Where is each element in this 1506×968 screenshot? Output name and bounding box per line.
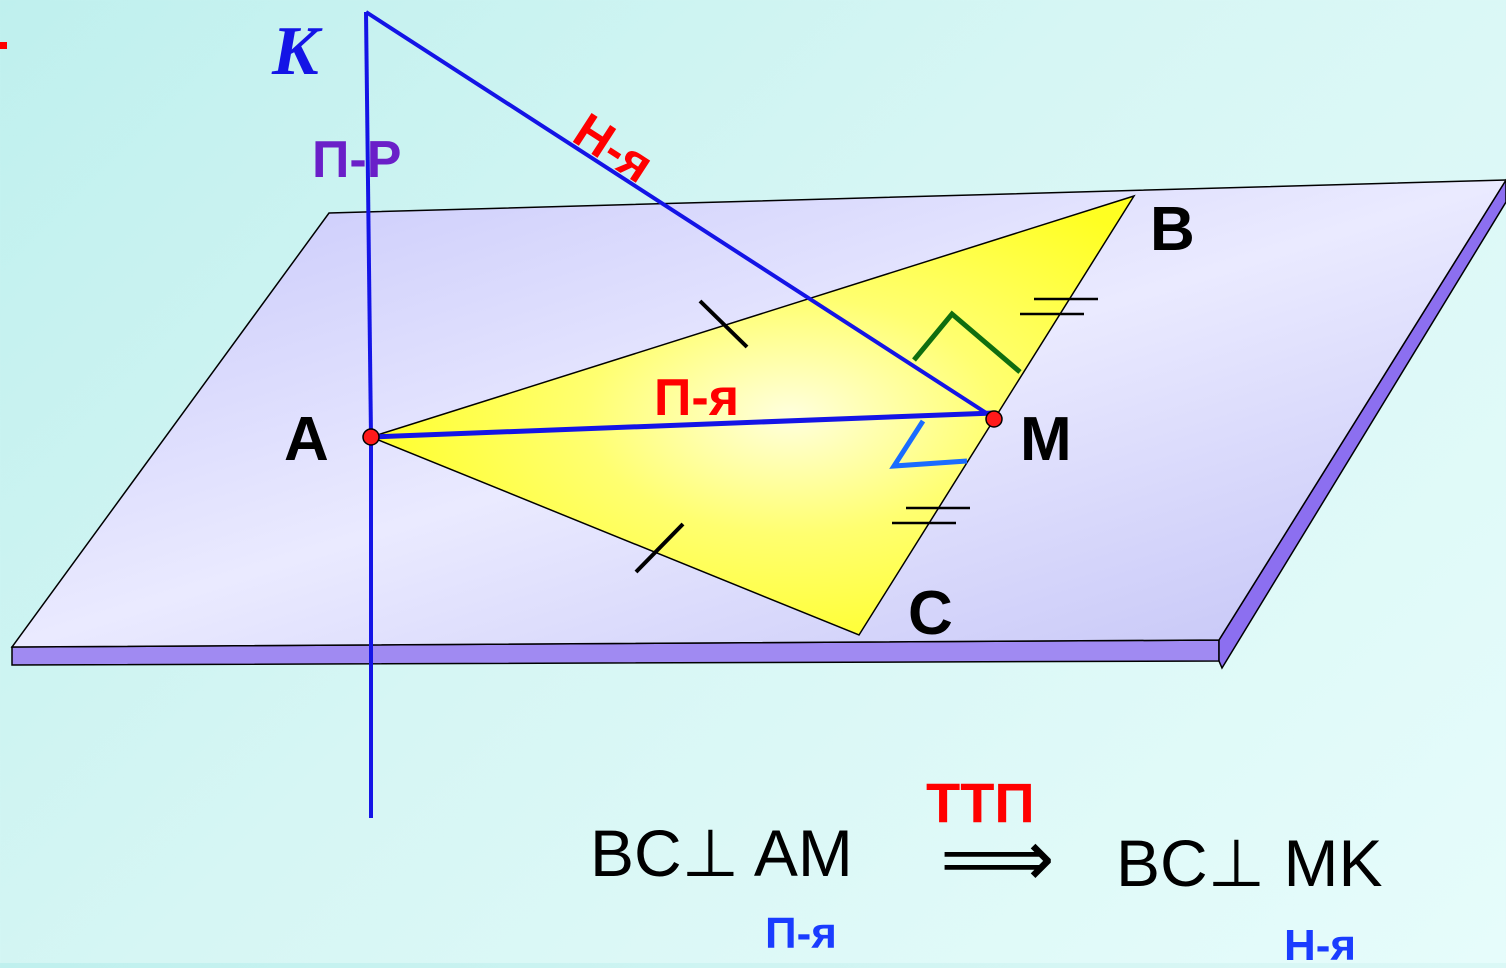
theorem-name: ТТП (926, 771, 1035, 834)
point-m-dot (985, 410, 1003, 428)
right-angle-mark-am (889, 419, 968, 469)
conclusion-note: Н-я (1284, 921, 1356, 963)
label-point-c: C (908, 579, 953, 648)
implies-arrow: ⟹ (940, 812, 1055, 905)
label-point-a: A (284, 405, 329, 474)
theorem-conclusion: BC⊥ MK (1116, 826, 1383, 900)
premise-note: П-я (765, 909, 837, 958)
right-angle-mark-mk (912, 310, 1022, 374)
perpendicular-ka (364, 11, 373, 438)
label-point-m: M (1020, 405, 1072, 474)
corner-dot (0, 42, 7, 49)
label-perpendicular: П-Р (312, 131, 401, 189)
label-point-k: K (271, 13, 323, 90)
theorem-premise: BC⊥ AM (590, 816, 853, 890)
label-inclined: Н-я (564, 102, 663, 194)
inclined-km (364, 10, 996, 420)
label-projection: П-я (654, 369, 739, 427)
point-a-dot (362, 428, 380, 446)
tick-ac (634, 522, 685, 574)
projection-am (370, 410, 995, 440)
tick-ab (698, 299, 749, 349)
label-point-b: B (1150, 195, 1195, 264)
